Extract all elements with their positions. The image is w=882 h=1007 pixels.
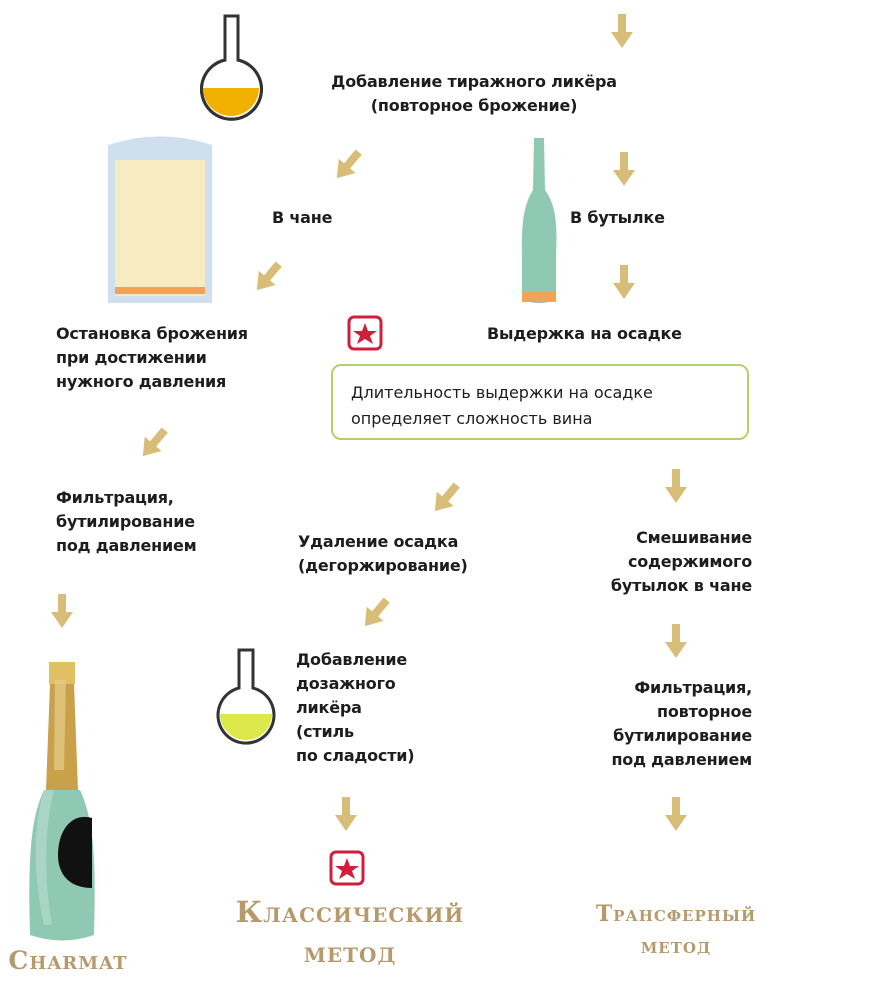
aging-bottle-icon	[521, 138, 557, 303]
step-tirage-liqueur: Добавление тиражного ликёра (повторное б…	[331, 72, 617, 115]
arrow-down-icon	[51, 594, 73, 628]
step-filtration-charmat: Фильтрация, бутилирование под давлением	[56, 488, 197, 555]
arrow-down-icon	[335, 797, 357, 831]
method-transfer: Трансферный метод	[595, 901, 757, 959]
step-aging-on-lees: Выдержка на осадке	[487, 324, 682, 343]
arrow-diagonal-icon	[328, 145, 368, 186]
step-disgorgement: Удаление осадка (дегоржирование)	[298, 532, 468, 575]
method-charmat: Charmat	[8, 946, 128, 975]
step-stop-fermentation: Остановка брожения при достижении нужног…	[56, 324, 248, 391]
step-mixing: Смешивание содержимого бутылок в чане	[610, 528, 752, 595]
step-filtration-transfer: Фильтрация, повторное бутилирование под …	[611, 678, 752, 769]
star-badge-icon	[347, 315, 383, 351]
arrow-diagonal-icon	[134, 423, 174, 464]
note-box: Длительность выдержки на осадке определя…	[331, 364, 749, 440]
charmat-bottle-icon	[29, 662, 95, 941]
step-in-tank: В чане	[272, 208, 333, 227]
method-classic: Классический метод	[235, 895, 465, 969]
arrow-diagonal-icon	[356, 593, 396, 634]
arrow-down-icon	[613, 152, 635, 186]
note-text: Длительность выдержки на осадке определя…	[351, 383, 653, 428]
arrow-down-icon	[611, 14, 633, 48]
arrow-down-icon	[665, 797, 687, 831]
tirage-flask-icon	[200, 14, 263, 121]
step-dosage: Добавление дозажного ликёра (стиль по сл…	[296, 650, 415, 765]
arrow-down-icon	[665, 624, 687, 658]
tank-icon	[108, 136, 212, 303]
arrow-down-icon	[613, 265, 635, 299]
step-in-bottle: В бутылке	[570, 208, 665, 227]
arrow-diagonal-icon	[426, 478, 466, 519]
arrow-down-icon	[665, 469, 687, 503]
arrow-diagonal-icon	[248, 257, 288, 298]
star-badge-icon	[329, 850, 365, 886]
dosage-flask-icon	[216, 648, 276, 745]
